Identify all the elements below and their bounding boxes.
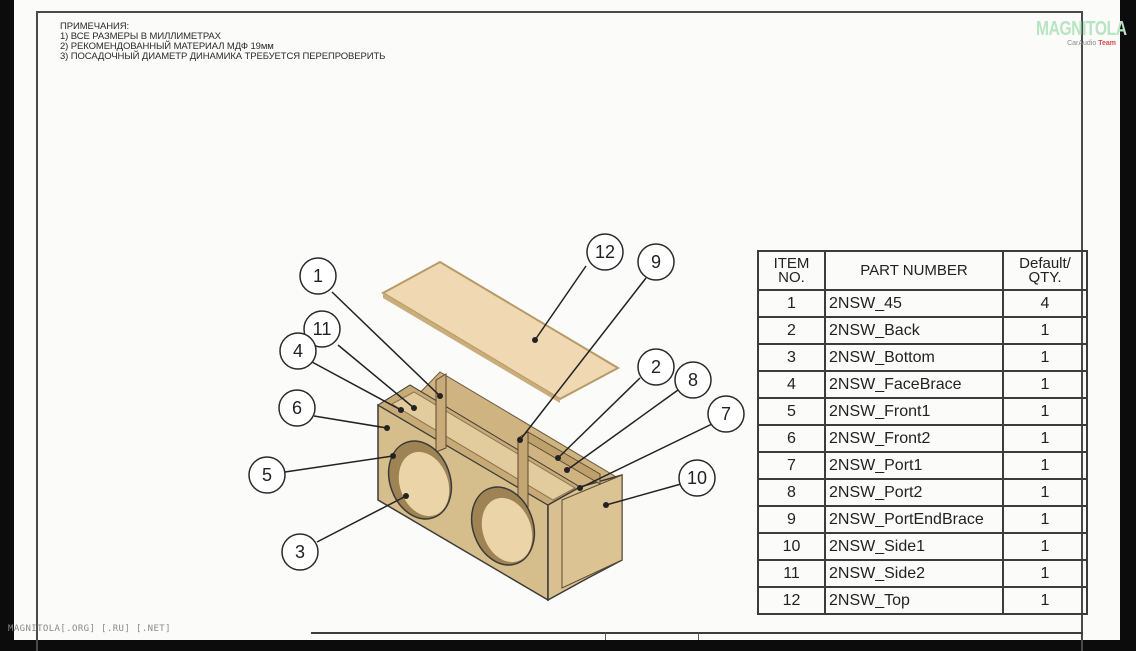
balloon-6: 6 [292, 398, 302, 418]
bom-qty: 1 [1002, 343, 1088, 372]
bom-item-no: 3 [757, 343, 826, 372]
notes-block: ПРИМЕЧАНИЯ: 1) ВСЕ РАЗМЕРЫ В МИЛЛИМЕТРАХ… [60, 22, 385, 62]
logo: MAGNITOLA CarAudio Team [1036, 18, 1127, 50]
speaker-hole-1-floor [398, 451, 450, 517]
bom-part-number: 2NSW_Side1 [824, 532, 1004, 561]
bom-part-number: 2NSW_Port2 [824, 478, 1004, 507]
bom-part-number: 2NSW_Top [824, 586, 1004, 615]
balloon-1: 1 [313, 266, 323, 286]
balloons [248, 233, 745, 571]
title-block-edge [311, 632, 1083, 640]
balloon-9: 9 [651, 252, 661, 272]
bom-qty: 1 [1002, 505, 1088, 534]
bom-item-no: 7 [757, 451, 826, 480]
balloon-10: 10 [687, 468, 707, 488]
bom-qty: 1 [1002, 586, 1088, 615]
bom-item-no: 8 [757, 478, 826, 507]
bom-qty: 1 [1002, 397, 1088, 426]
bom-item-no: 10 [757, 532, 826, 561]
logo-sub-team: Team [1098, 40, 1116, 47]
leader-dots [384, 337, 609, 508]
bom-part-number: 2NSW_Front2 [824, 424, 1004, 453]
bom-item-no: 6 [757, 424, 826, 453]
bom-qty: 1 [1002, 478, 1088, 507]
bom-item-no: 4 [757, 370, 826, 399]
part-port [527, 431, 601, 485]
balloon-7: 7 [721, 404, 731, 424]
bom-qty: 4 [1002, 289, 1088, 318]
notes-title: ПРИМЕЧАНИЯ: [60, 21, 129, 32]
bom-qty: 1 [1002, 424, 1088, 453]
bom-part-number: 2NSW_FaceBrace [824, 370, 1004, 399]
bom-item-no: 2 [757, 316, 826, 345]
part-top-panel [380, 260, 621, 401]
bom-item-no: 12 [757, 586, 826, 615]
bom-header-part-number: PART NUMBER [824, 250, 1004, 291]
part-top-panel-edge [383, 293, 560, 403]
logo-sub-prefix: CarAudio [1067, 40, 1097, 47]
bom-qty: 1 [1002, 451, 1088, 480]
bom-qty: 1 [1002, 316, 1088, 345]
leader-lines [284, 265, 713, 543]
bom-part-number: 2NSW_Side2 [824, 559, 1004, 588]
speaker-hole-2-floor [481, 497, 533, 563]
bom-part-number: 2NSW_Front1 [824, 397, 1004, 426]
bom-qty: 1 [1002, 370, 1088, 399]
bom-item-no: 9 [757, 505, 826, 534]
note-1: 1) ВСЕ РАЗМЕРЫ В МИЛЛИМЕТРАХ [60, 31, 221, 42]
bom-part-number: 2NSW_PortEndBrace [824, 505, 1004, 534]
note-2: 2) РЕКОМЕНДОВАННЫЙ МАТЕРИАЛ МДФ 19мм [60, 41, 274, 52]
logo-subtext: CarAudio Team [1067, 40, 1116, 47]
watermark: MAGNITOLA[.ORG] [.RU] [.NET] [8, 624, 171, 634]
part-face-brace [435, 373, 447, 453]
balloon-labels: 1 11 4 6 5 3 12 9 2 8 7 10 [262, 242, 731, 562]
balloon-4: 4 [293, 341, 303, 361]
logo-main-text: MAGNITOLA [1036, 18, 1127, 40]
bom-part-number: 2NSW_45 [824, 289, 1004, 318]
bom-qty: 1 [1002, 559, 1088, 588]
bom-item-no: 1 [757, 289, 826, 318]
bom-item-no: 11 [757, 559, 826, 588]
title-block-cell [605, 633, 699, 640]
bom-part-number: 2NSW_Back [824, 316, 1004, 345]
bom-part-number: 2NSW_Bottom [824, 343, 1004, 372]
balloon-3: 3 [295, 542, 305, 562]
balloon-12: 12 [595, 242, 615, 262]
bom-part-number: 2NSW_Port1 [824, 451, 1004, 480]
balloon-5: 5 [262, 465, 272, 485]
bom-item-no: 5 [757, 397, 826, 426]
bom-qty: 1 [1002, 532, 1088, 561]
balloon-2: 2 [651, 357, 661, 377]
balloon-11: 11 [313, 319, 332, 339]
bom-header-qty: Default/QTY. [1002, 250, 1088, 291]
balloon-8: 8 [688, 370, 698, 390]
note-3: 3) ПОСАДОЧНЫЙ ДИАМЕТР ДИНАМИКА ТРЕБУЕТСЯ… [60, 51, 386, 62]
